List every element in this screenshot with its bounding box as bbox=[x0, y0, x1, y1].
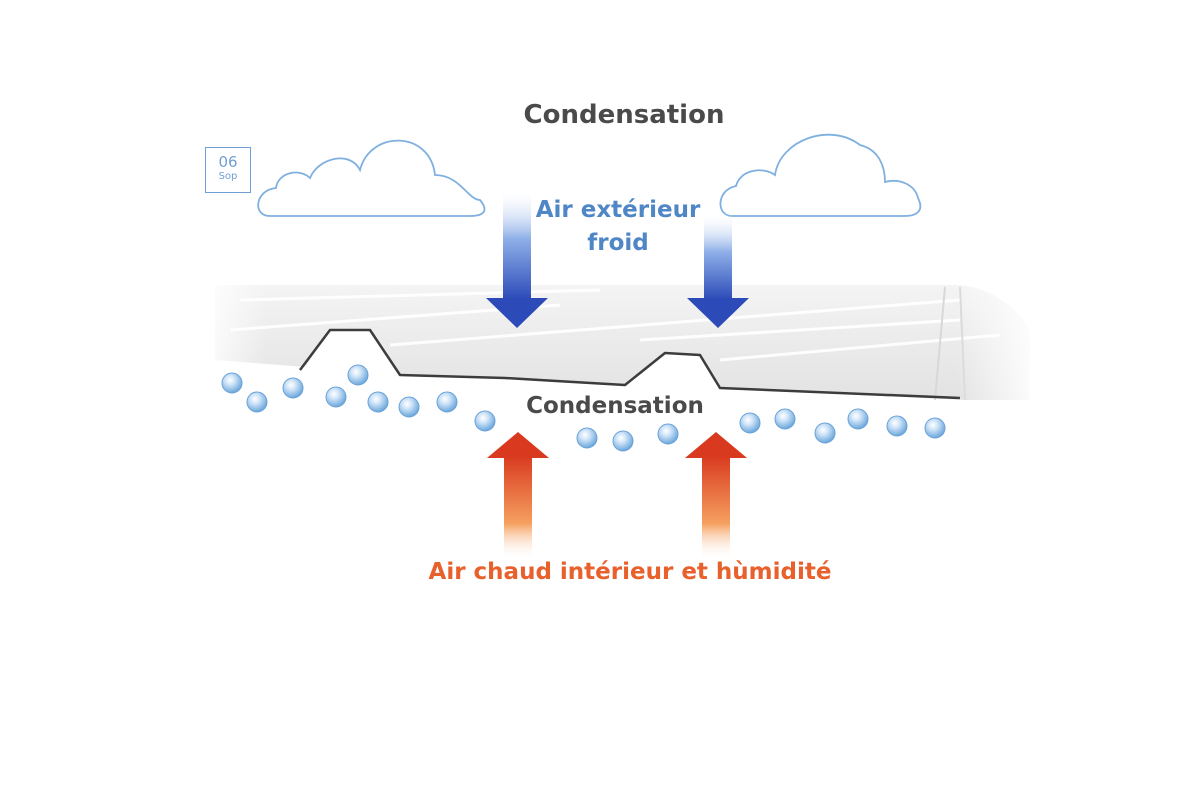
condensation-droplets bbox=[221, 364, 946, 452]
warm-air-arrow-right bbox=[685, 432, 747, 560]
cold-air-arrow-right bbox=[687, 212, 749, 328]
date-badge-month: Sop bbox=[218, 171, 238, 182]
water-droplet bbox=[246, 391, 268, 413]
condensation-label: Condensation bbox=[526, 393, 704, 419]
water-droplet bbox=[847, 408, 869, 430]
water-droplet bbox=[221, 372, 243, 394]
water-droplet bbox=[576, 427, 598, 449]
water-droplet bbox=[657, 423, 679, 445]
water-droplet bbox=[282, 377, 304, 399]
warm-air-arrow-left bbox=[487, 432, 549, 560]
water-droplet bbox=[774, 408, 796, 430]
water-droplet bbox=[436, 391, 458, 413]
roof-sheet bbox=[200, 270, 1040, 410]
water-droplet bbox=[739, 412, 761, 434]
right-cloud bbox=[719, 133, 922, 217]
cold-air-label: Air extérieur froid bbox=[535, 197, 701, 256]
water-droplet bbox=[367, 391, 389, 413]
water-droplet bbox=[924, 417, 946, 439]
warm-air-label: Air chaud intérieur et hùmidité bbox=[428, 559, 832, 585]
water-droplet bbox=[347, 364, 369, 386]
condensation-title: Condensation bbox=[523, 100, 725, 130]
water-droplet bbox=[612, 430, 634, 452]
date-badge: 06 Sop bbox=[205, 147, 251, 193]
water-droplet bbox=[886, 415, 908, 437]
left-cloud bbox=[257, 139, 486, 217]
water-droplet bbox=[474, 410, 496, 432]
date-badge-day: 06 bbox=[218, 153, 238, 171]
cold-air-arrow-left bbox=[486, 188, 548, 328]
water-droplet bbox=[814, 422, 836, 444]
water-droplet bbox=[325, 386, 347, 408]
water-droplet bbox=[398, 396, 420, 418]
